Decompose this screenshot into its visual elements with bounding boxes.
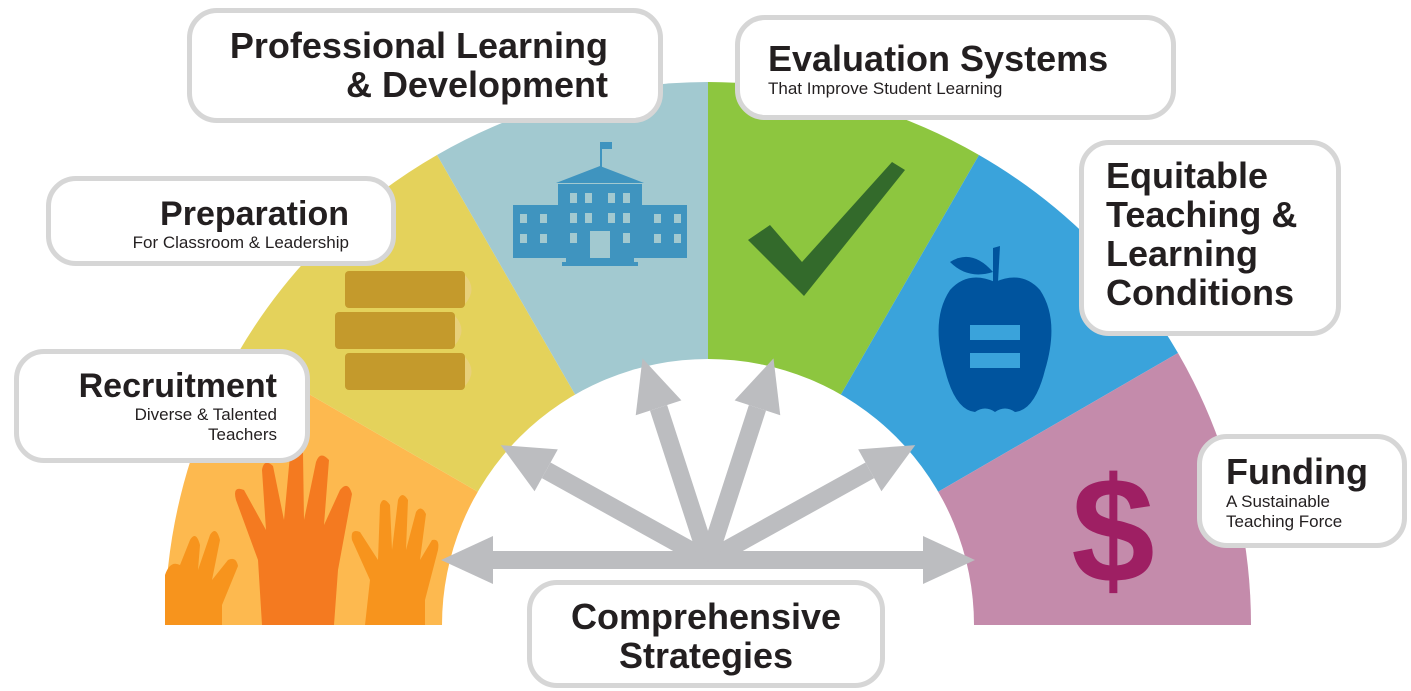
equitable-title-3: Learning xyxy=(1106,232,1259,274)
professional-title-1: Professional Learning xyxy=(229,25,608,66)
card-professional: Professional Learning & Development xyxy=(187,8,663,123)
arrow-right xyxy=(708,536,975,584)
dollar-sign-icon: $ xyxy=(1071,446,1154,614)
equitable-title-1: Equitable xyxy=(1106,155,1269,196)
apple-equal-icon xyxy=(938,246,1052,412)
evaluation-title: Evaluation Systems xyxy=(768,38,1109,79)
card-preparation: Preparation For Classroom & Leadership xyxy=(46,176,396,266)
school-building-icon xyxy=(513,142,687,266)
professional-title-2: & Development xyxy=(345,63,608,105)
strategy-arrows xyxy=(441,358,975,584)
recruitment-sub-1: Diverse & Talented xyxy=(134,404,277,424)
equitable-title-4: Conditions xyxy=(1106,271,1294,313)
preparation-title: Preparation xyxy=(160,195,349,233)
center-title-2: Strategies xyxy=(618,634,794,676)
recruitment-title: Recruitment xyxy=(78,367,277,405)
equitable-title-2: Teaching & xyxy=(1106,193,1298,235)
center-title-1: Comprehensive xyxy=(570,596,842,637)
card-funding: Funding A Sustainable Teaching Force xyxy=(1197,434,1407,548)
evaluation-sub: That Improve Student Learning xyxy=(768,78,1003,98)
funding-sub-1: A Sustainable xyxy=(1226,491,1330,511)
arrow-up-right xyxy=(699,358,781,563)
books-icon xyxy=(335,271,472,390)
card-equitable: Equitable Teaching & Learning Conditions xyxy=(1079,140,1341,336)
arrow-upper-left xyxy=(500,445,713,568)
funding-sub-2: Teaching Force xyxy=(1226,512,1343,532)
recruitment-sub-2: Teachers xyxy=(208,425,277,445)
funding-title: Funding xyxy=(1226,451,1368,492)
arrow-left xyxy=(441,536,708,584)
preparation-sub: For Classroom & Leadership xyxy=(132,232,349,252)
card-recruitment: Recruitment Diverse & Talented Teachers xyxy=(14,349,310,463)
arrow-upper-right xyxy=(703,445,916,568)
card-evaluation: Evaluation Systems That Improve Student … xyxy=(735,15,1176,120)
card-center: Comprehensive Strategies xyxy=(527,580,885,688)
checkmark-icon xyxy=(748,162,905,296)
raised-hands-icon xyxy=(165,448,439,625)
arrow-up-left xyxy=(635,358,717,563)
